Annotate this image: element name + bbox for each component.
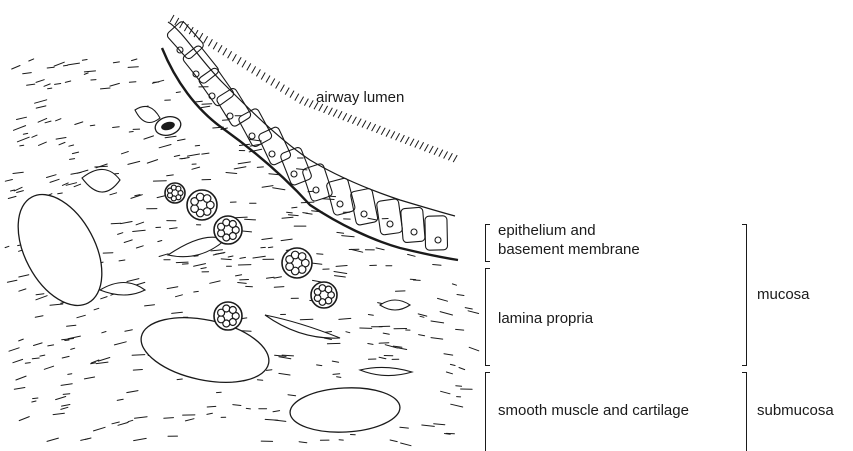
epithelial-cell [198, 67, 236, 107]
cell-nucleus [361, 211, 367, 217]
epithelial-cell [182, 44, 220, 84]
cartilage-plate [289, 385, 401, 435]
muscle-fiber [380, 300, 410, 310]
epithelial-cell [401, 207, 426, 243]
cell-nucleus [435, 237, 441, 243]
label-lamina-propria: lamina propria [498, 309, 593, 328]
bracket-smooth-muscle [485, 372, 490, 451]
cilia [170, 15, 457, 162]
cartilage-plate [135, 307, 275, 393]
epithelial-cell [376, 199, 403, 236]
cell-nucleus [411, 229, 417, 235]
muscle-fiber [135, 106, 160, 122]
cell-nucleus [387, 221, 393, 227]
cell-nucleus [249, 133, 255, 139]
muscle-fiber [265, 315, 340, 338]
label-smooth-muscle-cartilage: smooth muscle and cartilage [498, 401, 689, 420]
bracket-lamina-propria [485, 268, 490, 366]
bracket-submucosa [742, 372, 747, 451]
label-epithelium-line2: basement membrane [498, 240, 640, 259]
epithelium-layer [162, 15, 458, 260]
label-submucosa: submucosa [757, 401, 834, 420]
bracket-epithelium [485, 224, 490, 262]
label-mucosa: mucosa [757, 285, 810, 304]
cell-nucleus [227, 113, 233, 119]
epithelial-cell [425, 216, 448, 250]
muscle-fiber [82, 169, 120, 192]
muscle-fiber [360, 367, 412, 375]
cell-nucleus [313, 187, 319, 193]
label-airway-lumen: airway lumen [316, 88, 404, 107]
label-epithelium-line1: epithelium and [498, 221, 596, 240]
cell-nucleus [269, 151, 275, 157]
cell-nucleus [291, 171, 297, 177]
bracket-mucosa [742, 224, 747, 366]
cell-nucleus [337, 201, 343, 207]
basement-membrane [162, 48, 458, 260]
